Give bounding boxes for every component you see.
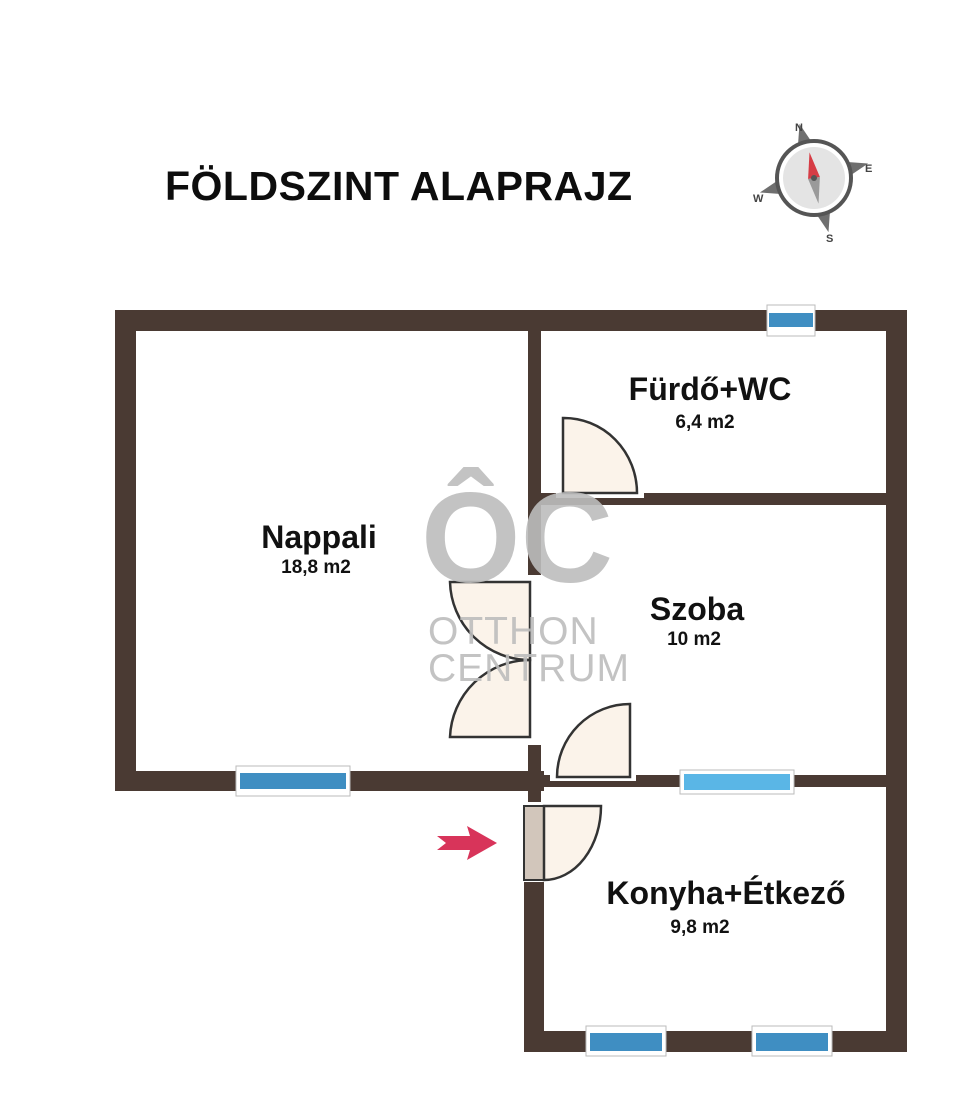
watermark-logo: ÔC OTTHON CENTRUM xyxy=(421,467,630,690)
compass-south-label: S xyxy=(826,233,833,245)
window-nappali xyxy=(235,765,351,797)
watermark-logo-mark: ÔC xyxy=(421,467,613,610)
compass-icon: N E S W xyxy=(753,122,872,245)
door-bath xyxy=(556,416,644,498)
room-szoba: Szoba 10 m2 xyxy=(650,591,744,650)
page-title: FÖLDSZINT ALAPRAJZ xyxy=(165,163,633,209)
room-name: Konyha+Étkező xyxy=(606,875,845,911)
compass-north-label: N xyxy=(795,122,803,134)
door-double-nappali xyxy=(448,575,546,745)
door-entrance xyxy=(520,802,603,882)
wall-right xyxy=(886,310,907,1052)
compass-east-label: E xyxy=(865,163,872,175)
door-szoba xyxy=(550,702,636,781)
watermark-line1: OTTHON xyxy=(428,610,599,653)
watermark-line2: CENTRUM xyxy=(428,647,630,690)
window-kitchen-right xyxy=(751,1025,833,1057)
window-bath xyxy=(766,304,816,337)
room-furdo: Fürdő+WC 6,4 m2 xyxy=(629,371,792,433)
room-area: 10 m2 xyxy=(667,629,721,650)
room-nappali: Nappali 18,8 m2 xyxy=(261,519,377,578)
window-szoba xyxy=(679,769,795,795)
wall-left xyxy=(115,310,136,791)
room-name: Nappali xyxy=(261,519,377,555)
room-name: Szoba xyxy=(650,591,744,627)
room-konyha: Konyha+Étkező 9,8 m2 xyxy=(606,875,845,938)
window-kitchen-left xyxy=(585,1025,667,1057)
compass-west-label: W xyxy=(753,193,764,205)
room-name: Fürdő+WC xyxy=(629,371,792,407)
room-area: 9,8 m2 xyxy=(670,917,729,938)
doors xyxy=(448,416,644,882)
room-area: 6,4 m2 xyxy=(675,412,734,433)
wall-bottom xyxy=(524,1031,907,1052)
room-area: 18,8 m2 xyxy=(281,557,351,578)
wall-top xyxy=(115,310,907,331)
windows xyxy=(235,304,833,1057)
entrance-arrow-icon xyxy=(437,826,497,860)
